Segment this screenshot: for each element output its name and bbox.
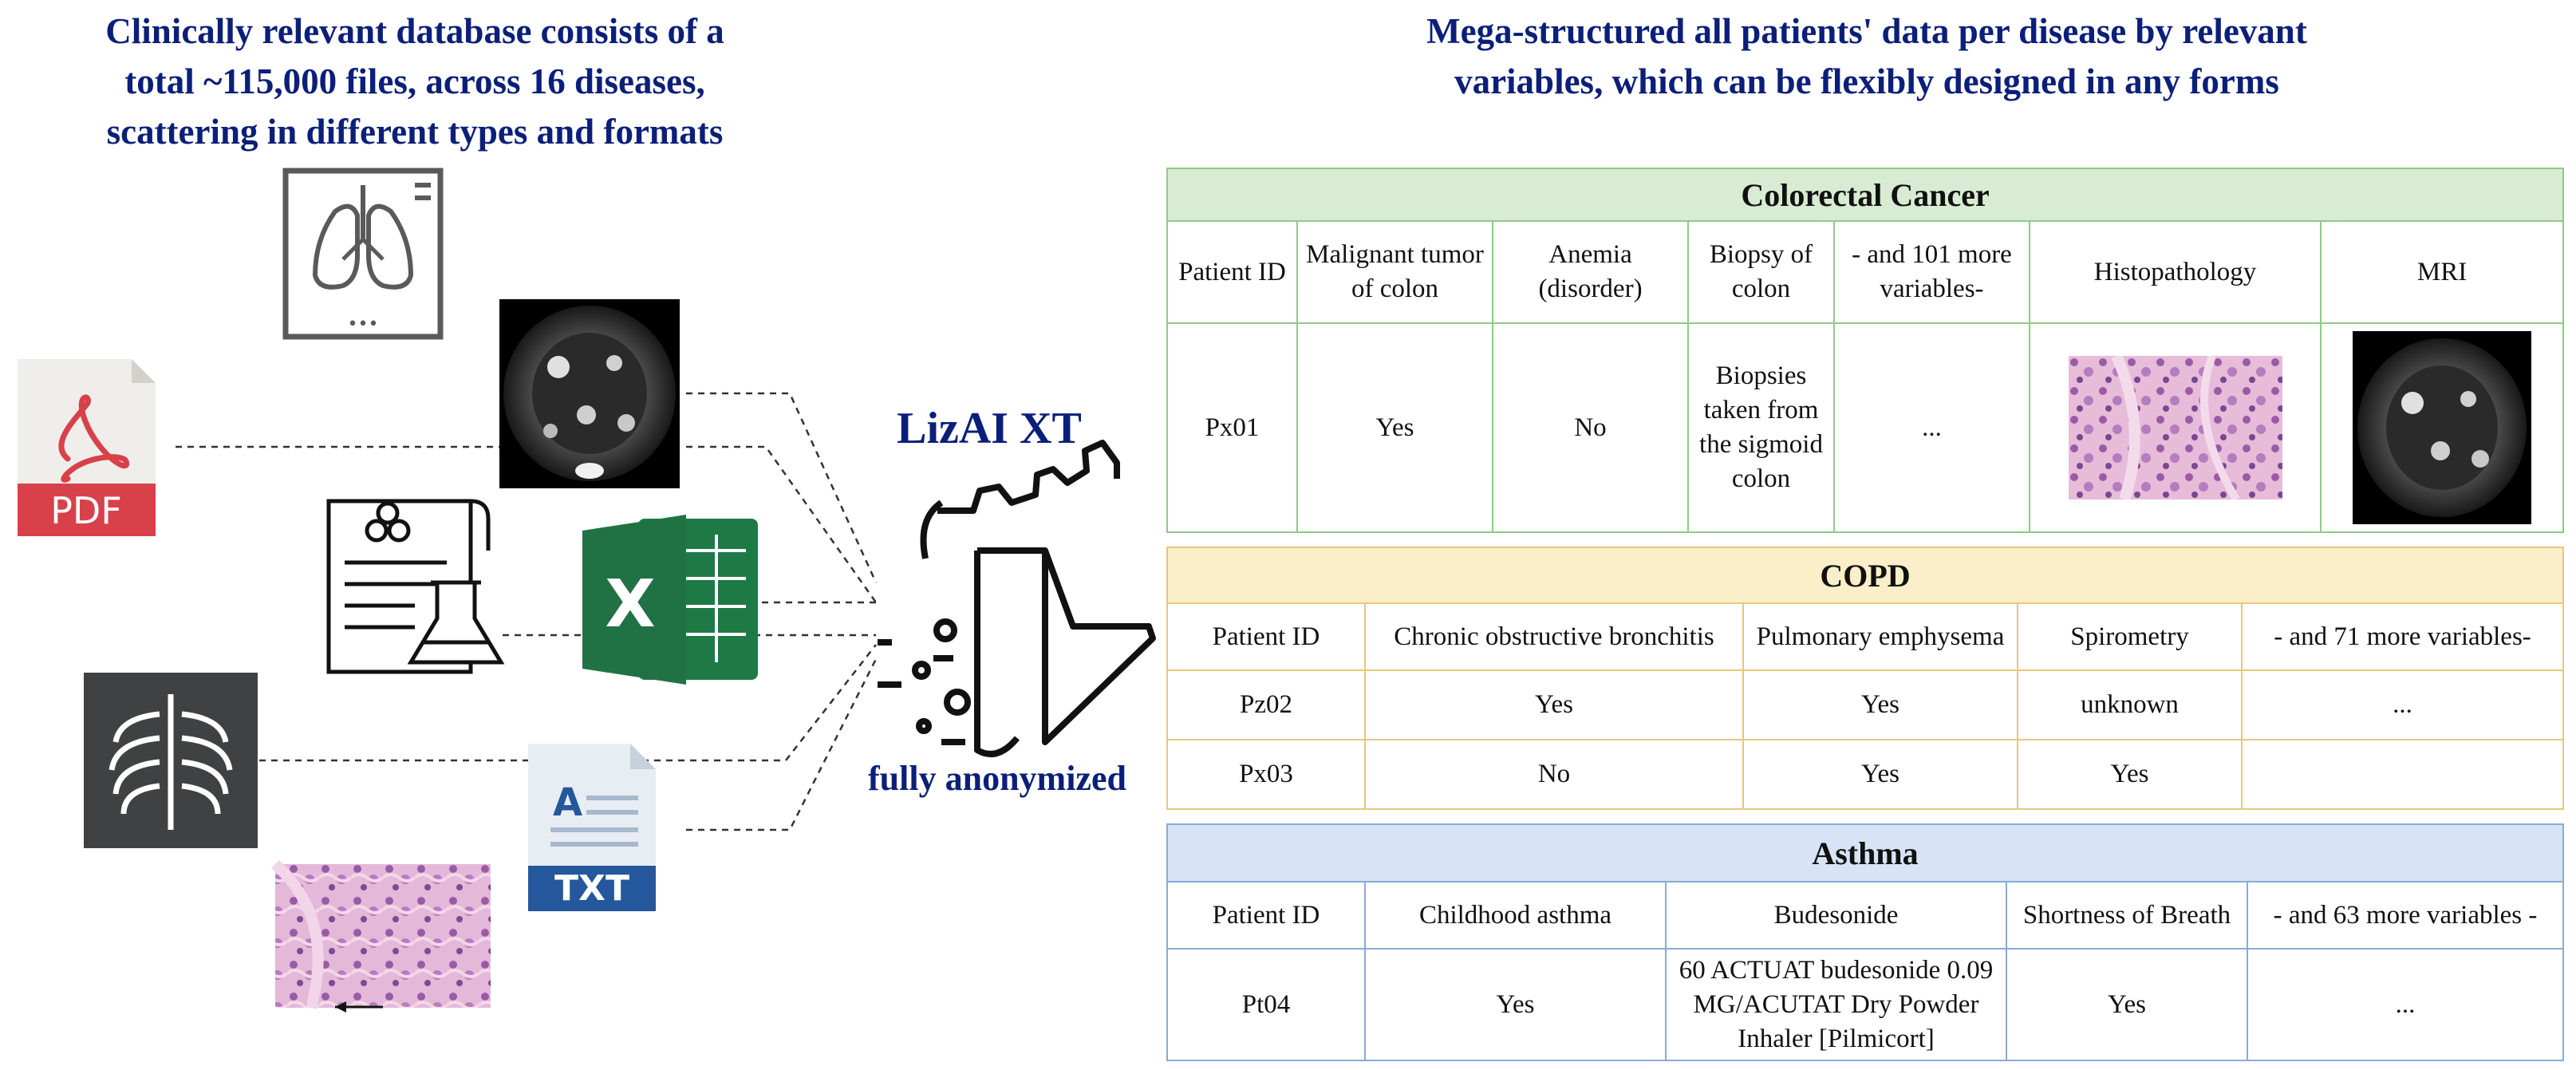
header-malignant-tumor: Malignant tumor of colon [1296, 220, 1493, 324]
cell-patient-id: Pt04 [1166, 948, 1366, 1061]
cell-spirometry: unknown [2017, 669, 2243, 740]
lung-icon-dots: ••• [348, 314, 379, 334]
cell-histopathology-image [2029, 322, 2322, 533]
connector-ct [686, 392, 878, 583]
cell-spirometry: Yes [2017, 739, 2243, 810]
cell-more-variables: ... [2240, 669, 2565, 740]
header-pulmonary-emphysema: Pulmonary emphysema [1742, 602, 2018, 671]
fully-anonymized-label: fully anonymized [868, 759, 1126, 798]
cell-chronic-bronchitis: No [1364, 739, 1744, 810]
cell-shortness-of-breath: Yes [2006, 948, 2248, 1061]
header-childhood-asthma: Childhood asthma [1364, 881, 1667, 950]
header-biopsy: Biopsy of colon [1687, 220, 1835, 324]
left-heading: Clinically relevant database consists of… [0, 6, 830, 157]
excel-x-glyph: X [605, 567, 655, 642]
cell-more-variables [2240, 739, 2565, 810]
header-chronic-bronchitis: Chronic obstructive bronchitis [1364, 602, 1744, 671]
lizai-xt-title: LizAI XT [897, 404, 1082, 453]
cell-mri-image [2319, 322, 2565, 533]
header-shortness-of-breath: Shortness of Breath [2006, 881, 2248, 950]
left-heading-line-1: Clinically relevant database consists of… [105, 11, 724, 51]
cell-more-variables: ... [2247, 948, 2564, 1061]
funnel-shape [977, 547, 1156, 745]
header-mri: MRI [2319, 220, 2565, 324]
header-histopathology: Histopathology [2029, 220, 2322, 324]
gear-teeth [937, 440, 1120, 514]
cell-patient-id: Px03 [1166, 739, 1366, 810]
gear-funnel-icon [878, 440, 1156, 757]
ct-scan-image [499, 299, 680, 488]
connector-xray [259, 644, 877, 762]
cell-budesonide: 60 ACTUAT budesonide 0.09 MG/ACUTAT Dry … [1665, 948, 2007, 1061]
pdf-acrobat-glyph [58, 394, 130, 483]
header-spirometry: Spirometry [2017, 602, 2243, 671]
cell-patient-id: Pz02 [1166, 669, 1366, 740]
cell-chronic-bronchitis: Yes [1364, 669, 1744, 740]
header-more-variables: - and 101 more variables- [1833, 220, 2030, 324]
header-more-variables: - and 71 more variables- [2240, 602, 2565, 671]
pdf-label: PDF [50, 489, 122, 532]
txt-letter: A [553, 780, 582, 825]
cell-childhood-asthma: Yes [1364, 948, 1667, 1061]
header-more-variables: - and 63 more variables - [2247, 881, 2564, 950]
cell-biopsy: Biopsies taken from the sigmoid colon [1687, 322, 1835, 533]
lung-scan-icon: ••• [282, 168, 444, 340]
connector-lines [176, 392, 878, 831]
asthma-title: Asthma [1166, 823, 2564, 882]
colorectal-cancer-table: Colorectal Cancer Patient ID Malignant t… [1166, 168, 2565, 533]
header-patient-id: Patient ID [1166, 881, 1366, 950]
table-row: Pt04 Yes 60 ACTUAT budesonide 0.09 MG/AC… [1166, 948, 2564, 1061]
right-heading-line-1: Mega-structured all patients' data per d… [1426, 11, 2307, 51]
excel-file-icon: X [582, 515, 758, 685]
table-row: Pz02 Yes Yes unknown ... [1166, 669, 2565, 740]
txt-file-icon: A TXT [528, 744, 656, 911]
header-anemia: Anemia (disorder) [1492, 220, 1689, 324]
cell-pulmonary-emphysema: Yes [1742, 669, 2018, 740]
cell-malignant-tumor: Yes [1296, 322, 1493, 533]
left-heading-line-2: total ~115,000 files, across 16 diseases… [124, 61, 705, 101]
asthma-table: Asthma Patient ID Childhood asthma Budes… [1166, 823, 2564, 1061]
cell-pulmonary-emphysema: Yes [1742, 739, 2018, 810]
histopathology-thumbnail [2068, 356, 2282, 499]
right-heading-line-2: variables, which can be flexibly designe… [1454, 61, 2279, 101]
file-sources-illustration: ••• PDF [18, 168, 1156, 1013]
chest-xray-icon [84, 673, 258, 848]
copd-title: COPD [1166, 547, 2565, 604]
mri-thumbnail [2353, 331, 2532, 524]
header-patient-id: Patient ID [1166, 602, 1366, 671]
connector-txt [686, 658, 878, 831]
header-budesonide: Budesonide [1665, 881, 2007, 950]
colorectal-cancer-title: Colorectal Cancer [1166, 168, 2565, 222]
header-patient-id: Patient ID [1166, 220, 1298, 324]
table-row: Px03 No Yes Yes [1166, 739, 2565, 810]
cell-anemia: No [1492, 322, 1689, 533]
connector-ct-2 [686, 445, 878, 603]
lab-report-icon [326, 499, 505, 674]
right-heading: Mega-structured all patients' data per d… [1181, 6, 2553, 107]
txt-label: TXT [554, 868, 629, 909]
copd-table: COPD Patient ID Chronic obstructive bron… [1166, 547, 2565, 810]
cell-more-variables: ... [1833, 322, 2030, 533]
histopathology-image [271, 859, 491, 1013]
left-heading-line-3: scattering in different types and format… [106, 112, 724, 152]
pdf-file-icon: PDF [18, 359, 156, 536]
cell-patient-id: Px01 [1166, 322, 1298, 533]
